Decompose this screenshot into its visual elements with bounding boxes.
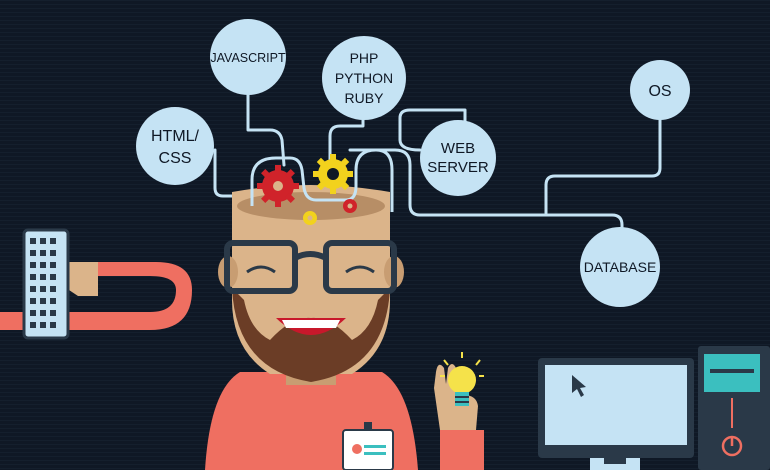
glasses bbox=[224, 240, 397, 294]
bubble-web-line2: SERVER bbox=[427, 159, 489, 176]
bubble-backend-line3: RUBY bbox=[345, 90, 385, 106]
bubble-database-label: DATABASE bbox=[584, 259, 657, 275]
bubble-web-server: WEB SERVER bbox=[420, 120, 496, 196]
keyboard-icon bbox=[22, 228, 70, 340]
bubble-web-line1: WEB bbox=[441, 140, 475, 157]
gear-icon bbox=[313, 154, 353, 194]
bubble-backend-line1: PHP bbox=[350, 50, 379, 66]
connection-lines bbox=[213, 93, 662, 234]
computer-tower bbox=[698, 346, 770, 470]
gear-icon bbox=[303, 211, 317, 225]
gear-icon bbox=[343, 199, 357, 213]
bubble-javascript-label: JAVASCRIPT bbox=[210, 51, 286, 65]
face bbox=[218, 230, 404, 382]
id-badge-icon bbox=[342, 422, 394, 470]
cursor-icon bbox=[572, 375, 586, 397]
brain-outline bbox=[250, 148, 394, 212]
bubble-backend-line2: PYTHON bbox=[335, 70, 393, 86]
bubble-os-label: OS bbox=[648, 83, 671, 100]
bubble-javascript: JAVASCRIPT bbox=[210, 19, 286, 95]
bubble-backend: PHP PYTHON RUBY bbox=[322, 36, 406, 120]
bubble-database: DATABASE bbox=[580, 227, 660, 307]
bubble-html-line1: HTML/ bbox=[151, 128, 200, 145]
bubble-html-line2: CSS bbox=[159, 150, 192, 167]
head-bowl bbox=[232, 185, 390, 232]
monitor bbox=[538, 358, 694, 470]
lightbulb-icon bbox=[440, 352, 484, 406]
bubble-html-css: HTML/ CSS bbox=[136, 107, 214, 185]
power-icon bbox=[721, 435, 743, 457]
bubble-os: OS bbox=[630, 60, 690, 120]
gear-icon bbox=[257, 165, 299, 207]
left-eye bbox=[246, 265, 276, 274]
right-eye bbox=[345, 265, 375, 274]
